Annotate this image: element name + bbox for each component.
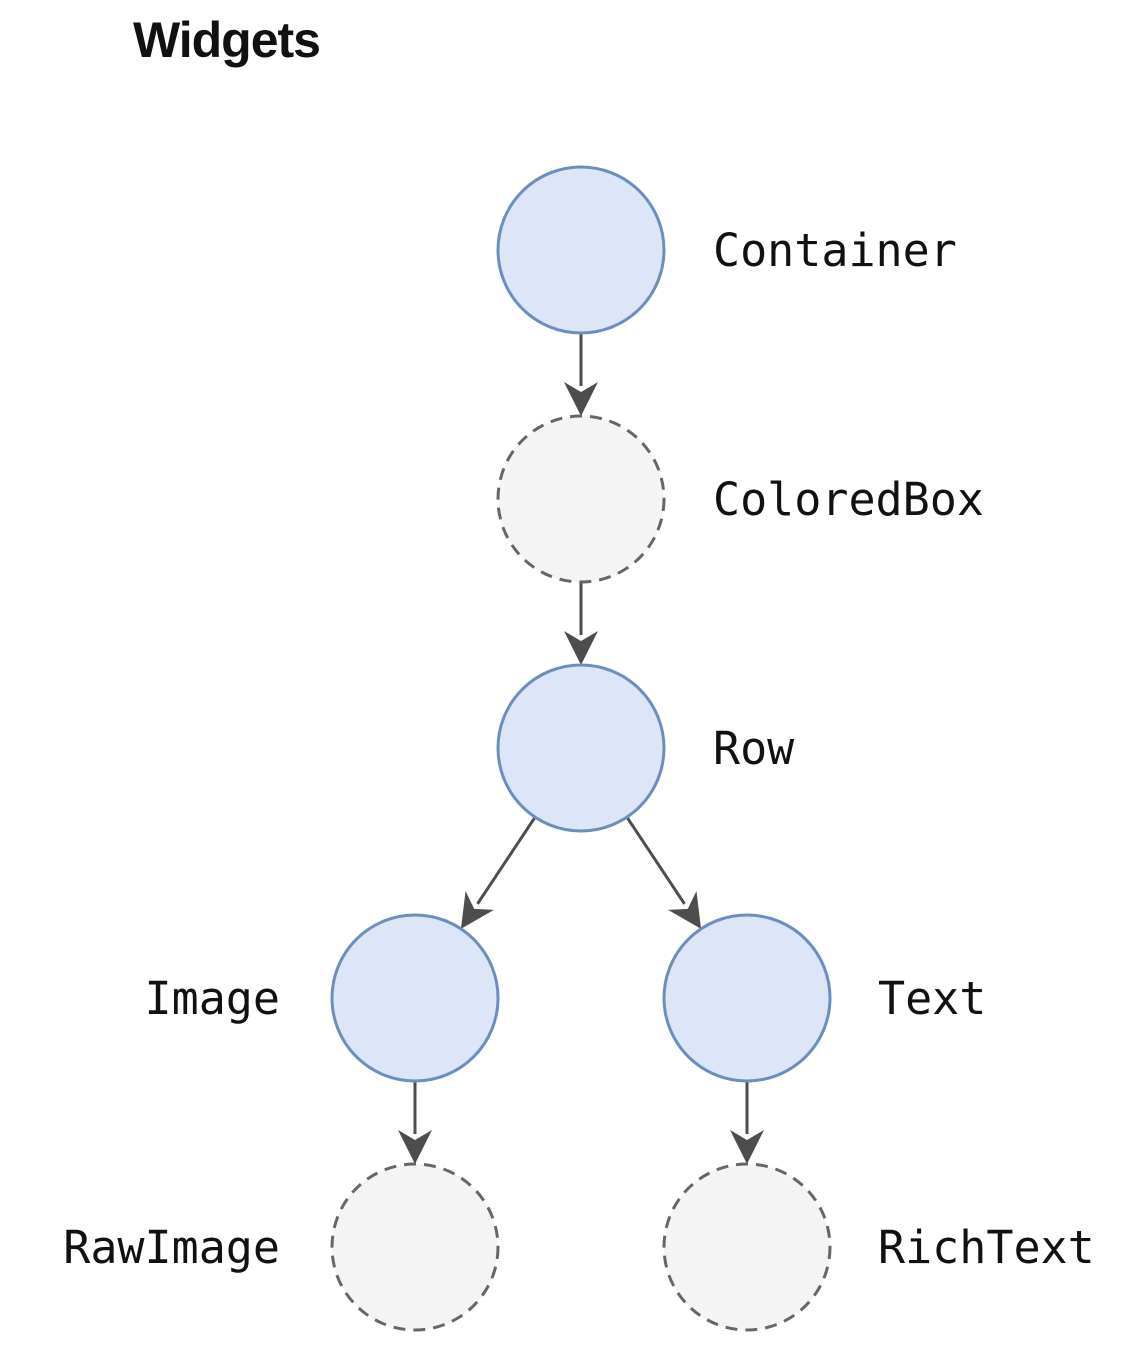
solid-circle xyxy=(662,913,832,1083)
arrowhead xyxy=(668,891,702,929)
arrowhead xyxy=(564,382,598,416)
edge-row-to-text xyxy=(625,816,702,929)
node-coloredbox: ColoredBox xyxy=(496,414,984,584)
arrowhead xyxy=(398,1130,432,1164)
edge-coloredbox-to-row xyxy=(564,582,598,665)
node-richtext: RichText xyxy=(662,1162,1095,1332)
edge-line xyxy=(476,816,537,905)
edge-row-to-image xyxy=(460,816,537,929)
node-rawimage: RawImage xyxy=(63,1162,500,1332)
node-label: Text xyxy=(878,972,986,1025)
diagram-title: Widgets xyxy=(133,12,321,68)
node-label: Row xyxy=(713,722,795,775)
arrowhead xyxy=(460,891,494,929)
node-text: Text xyxy=(662,913,986,1083)
node-label: ColoredBox xyxy=(713,473,984,526)
node-label: Container xyxy=(713,224,957,277)
dashed-circle xyxy=(330,1162,500,1332)
node-image: Image xyxy=(145,913,500,1083)
edge-line xyxy=(625,816,686,905)
edge-container-to-coloredbox xyxy=(564,333,598,416)
solid-circle xyxy=(330,913,500,1083)
dashed-circle xyxy=(662,1162,832,1332)
edge-text-to-richtext xyxy=(730,1081,764,1164)
node-container: Container xyxy=(496,165,957,335)
node-label: Image xyxy=(145,972,280,1025)
arrowhead xyxy=(564,631,598,665)
dashed-circle xyxy=(496,414,666,584)
edge-image-to-rawimage xyxy=(398,1081,432,1164)
solid-circle xyxy=(496,165,666,335)
arrowhead xyxy=(730,1130,764,1164)
node-label: RawImage xyxy=(63,1221,280,1274)
node-label: RichText xyxy=(878,1221,1095,1274)
node-row: Row xyxy=(496,663,795,833)
solid-circle xyxy=(496,663,666,833)
